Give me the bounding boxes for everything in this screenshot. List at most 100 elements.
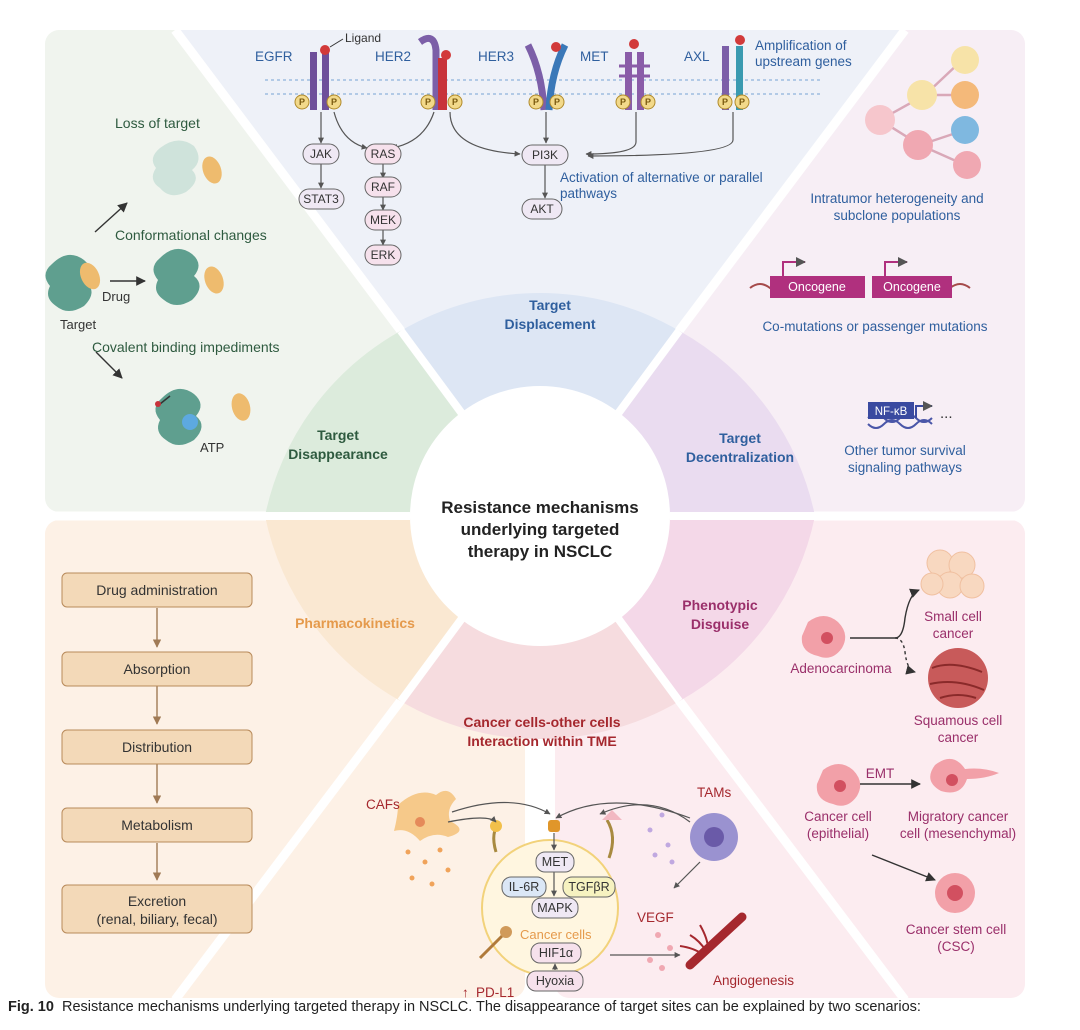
- small-cell-label-2: cancer: [933, 626, 974, 641]
- migratory-label-2: cell (mesenchymal): [900, 826, 1016, 841]
- node-met: MET: [542, 855, 569, 869]
- target-label: Target: [60, 317, 97, 332]
- oncogene-2: Oncogene: [883, 280, 941, 294]
- ligand-label: Ligand: [345, 31, 381, 45]
- phospho-her3-2: P: [554, 97, 560, 107]
- receptor-her2: [417, 34, 451, 110]
- pdl1-label: PD-L1: [476, 985, 514, 1000]
- phospho-badges: P P P P P P P P P P: [294, 94, 750, 110]
- phospho-axl-1: P: [722, 97, 728, 107]
- node-tgfbr: TGFβR: [568, 880, 609, 894]
- node-raf: RAF: [371, 180, 395, 194]
- activation-label-2: pathways: [560, 186, 617, 201]
- receptor-label-met: MET: [580, 49, 609, 64]
- drug-label: Drug: [102, 289, 130, 304]
- phenotypic-arrows: [850, 588, 936, 882]
- phospho-met-2: P: [645, 97, 651, 107]
- diagram-canvas: Resistance mechanisms underlying targete…: [45, 30, 1025, 1000]
- conformational-changes-label: Conformational changes: [115, 227, 267, 243]
- cancer-cells-label: Cancer cells: [520, 927, 592, 942]
- receptor-egfr: [310, 38, 344, 110]
- wedge-target-disappearance: [265, 330, 468, 516]
- angiogenesis-label: Angiogenesis: [713, 973, 794, 988]
- wedge-tme-interaction: [400, 610, 680, 740]
- adenocarcinoma-label: Adenocarcinoma: [790, 661, 892, 676]
- node-il6r: IL-6R: [509, 880, 540, 894]
- receptor-axl: [722, 35, 745, 110]
- node-pi3k: PI3K: [532, 148, 558, 162]
- csc-label-1: Cancer stem cell: [906, 922, 1007, 937]
- caption-text: Resistance mechanisms underlying targete…: [62, 999, 921, 1015]
- pdl1-up-arrow: ↑: [462, 985, 469, 1000]
- ring: [265, 292, 815, 740]
- node-hif1a: HIF1α: [539, 946, 573, 960]
- center-title-line-2: underlying targeted: [461, 520, 620, 539]
- csc-label-2: (CSC): [937, 939, 975, 954]
- label-target-decentralization-1: Target: [719, 430, 761, 446]
- pk-step-metabolism: Metabolism: [121, 817, 193, 833]
- heterogeneity-label-2: subclone populations: [834, 208, 961, 223]
- tme-nodes: MET IL-6R TGFβR MAPK HIF1α Hyoxia: [501, 851, 616, 992]
- vegf-label: VEGF: [637, 910, 674, 925]
- cancer-cell-label-1: Cancer cell: [804, 809, 872, 824]
- squamous-label-1: Squamous cell: [914, 713, 1003, 728]
- pathway-nodes: JAK STAT3 RAS RAF MEK ERK PI3K AKT: [298, 143, 569, 266]
- oncogene-1: Oncogene: [788, 280, 846, 294]
- node-mapk: MAPK: [537, 901, 573, 915]
- pk-step-absorption: Absorption: [124, 661, 191, 677]
- node-erk: ERK: [371, 248, 396, 262]
- amplification-label-2: upstream genes: [755, 54, 852, 69]
- loss-of-target-label: Loss of target: [115, 115, 200, 131]
- figure-caption: Fig. 10 Resistance mechanisms underlying…: [0, 999, 1080, 1030]
- activation-label-1: Activation of alternative or parallel: [560, 170, 763, 185]
- pk-step-administration: Drug administration: [96, 582, 217, 598]
- label-phenotypic-disguise-2: Disguise: [691, 616, 750, 632]
- label-phenotypic-disguise-1: Phenotypic: [682, 597, 758, 613]
- phospho-axl-2: P: [739, 97, 745, 107]
- migratory-label-1: Migratory cancer: [908, 809, 1009, 824]
- wedge-phenotypic-disguise: [612, 516, 815, 702]
- center-circle: [410, 386, 670, 646]
- receptor-label-egfr: EGFR: [255, 49, 293, 64]
- wedge-target-displacement: [400, 292, 680, 422]
- other-pathways-label-2: signaling pathways: [848, 460, 962, 475]
- phenotypic-illustrations: [801, 549, 999, 913]
- center-title-line-3: therapy in NSCLC: [468, 542, 613, 561]
- caption-fig-label: Fig. 10: [8, 999, 54, 1015]
- wedge-target-decentralization: [612, 330, 815, 516]
- label-target-displacement-1: Target: [529, 297, 571, 313]
- node-stat3: STAT3: [303, 192, 339, 206]
- cafs-label: CAFs: [366, 797, 400, 812]
- label-target-disappearance-1: Target: [317, 427, 359, 443]
- label-tme-interaction-1: Cancer cells-other cells: [463, 714, 620, 730]
- phospho-met-1: P: [620, 97, 626, 107]
- receptor-label-her2: HER2: [375, 49, 411, 64]
- atp-label: ATP: [200, 440, 224, 455]
- wedge-pharmacokinetics: [265, 516, 468, 702]
- phospho-egfr-2: P: [331, 97, 337, 107]
- disappearance-arrows: [94, 202, 146, 379]
- phospho-egfr-1: P: [299, 97, 305, 107]
- ligand-icon: [320, 45, 330, 55]
- pk-step-distribution: Distribution: [122, 739, 192, 755]
- receptor-her3: [524, 42, 569, 111]
- pathway-arrows: [318, 111, 734, 246]
- node-mek: MEK: [370, 213, 396, 227]
- phospho-her3-1: P: [533, 97, 539, 107]
- cancer-cell-label-2: (epithelial): [807, 826, 869, 841]
- disappearance-illustrations: [45, 140, 251, 445]
- comutations-label: Co-mutations or passenger mutations: [762, 319, 987, 334]
- phospho-her2-2: P: [452, 97, 458, 107]
- amplification-label-1: Amplification of: [755, 38, 847, 53]
- covalent-binding-label: Covalent binding impediments: [92, 339, 280, 355]
- center-title: Resistance mechanisms underlying targete…: [441, 498, 639, 561]
- label-pharmacokinetics: Pharmacokinetics: [295, 615, 415, 631]
- node-hypoxia: Hyoxia: [536, 974, 574, 988]
- receptor-met: [619, 39, 650, 110]
- tme-arrows: [447, 801, 701, 958]
- label-target-disappearance-2: Disappearance: [288, 446, 388, 462]
- ellipsis-label: ...: [940, 405, 953, 422]
- nfkb-label: NF-κB: [875, 406, 908, 418]
- tams-label: TAMs: [697, 785, 731, 800]
